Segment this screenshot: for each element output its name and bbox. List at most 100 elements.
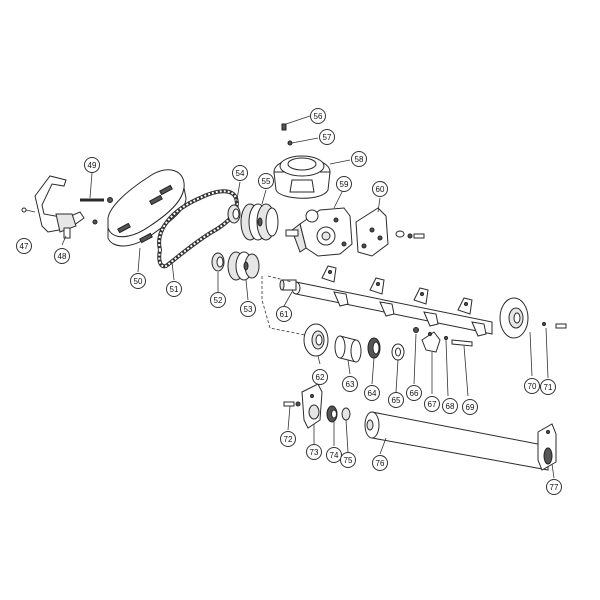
callout-69: 69 bbox=[462, 399, 478, 415]
part-bearing-54 bbox=[227, 181, 241, 224]
callout-circle bbox=[280, 431, 296, 447]
part-roller-76 bbox=[364, 411, 549, 471]
callout-label: 49 bbox=[88, 161, 97, 170]
callout-62: 62 bbox=[312, 369, 328, 385]
callout-label: 73 bbox=[310, 448, 319, 457]
callout-label: 47 bbox=[20, 242, 29, 251]
callout-68: 68 bbox=[442, 398, 458, 414]
callout-label: 77 bbox=[550, 483, 559, 492]
callout-label: 59 bbox=[340, 180, 349, 189]
callout-circle bbox=[462, 399, 478, 415]
callout-circle bbox=[524, 378, 540, 394]
callout-circle bbox=[326, 447, 342, 463]
callout-65: 65 bbox=[388, 392, 404, 408]
part-lever-67 bbox=[421, 331, 441, 394]
callout-60: 60 bbox=[372, 181, 388, 197]
callout-label: 60 bbox=[376, 185, 385, 194]
guide-line bbox=[267, 275, 293, 283]
callout-circle bbox=[232, 165, 248, 181]
callout-66: 66 bbox=[406, 385, 422, 401]
callout-label: 53 bbox=[244, 305, 253, 314]
part-bearing-64 bbox=[367, 337, 381, 385]
callout-group: 47 48 49 50 51 52 53 54 55 56 57 58 59 60 61 62 63 64 65 66… bbox=[16, 108, 562, 495]
callout-75: 75 bbox=[340, 452, 356, 468]
part-pulley-53 bbox=[227, 251, 260, 301]
callout-53: 53 bbox=[240, 301, 256, 317]
callout-label: 66 bbox=[410, 389, 419, 398]
callout-circle bbox=[84, 157, 100, 173]
callout-73: 73 bbox=[306, 444, 322, 460]
part-bolt-72 bbox=[283, 401, 301, 431]
callout-label: 52 bbox=[214, 296, 223, 305]
callout-circle bbox=[546, 479, 562, 495]
callout-label: 58 bbox=[355, 155, 364, 164]
part-nut-75 bbox=[341, 407, 351, 453]
callout-label: 71 bbox=[544, 383, 553, 392]
callout-54: 54 bbox=[232, 165, 248, 181]
callout-circle bbox=[406, 385, 422, 401]
callout-label: 67 bbox=[428, 400, 437, 409]
callout-circle bbox=[130, 273, 146, 289]
part-washer-65 bbox=[391, 343, 405, 393]
callout-circle bbox=[424, 396, 440, 412]
callout-76: 76 bbox=[372, 455, 388, 471]
callout-circle bbox=[54, 248, 70, 264]
callout-circle bbox=[351, 151, 367, 167]
callout-50: 50 bbox=[130, 273, 146, 289]
callout-label: 51 bbox=[170, 285, 179, 294]
part-bracket-73 bbox=[301, 383, 323, 444]
callout-circle bbox=[364, 385, 380, 401]
callout-48: 48 bbox=[54, 248, 70, 264]
callout-label: 62 bbox=[316, 373, 325, 382]
callout-74: 74 bbox=[326, 447, 342, 463]
callout-circle bbox=[310, 108, 326, 124]
callout-label: 57 bbox=[323, 133, 332, 142]
part-bolt-71 bbox=[545, 323, 567, 379]
part-bracket-48 bbox=[34, 175, 85, 246]
part-screw-56 bbox=[281, 115, 311, 131]
callout-label: 63 bbox=[346, 380, 355, 389]
part-bearing-52 bbox=[211, 252, 225, 292]
callout-circle bbox=[276, 306, 292, 322]
callout-52: 52 bbox=[210, 292, 226, 308]
part-bearing-74 bbox=[326, 405, 338, 446]
part-flange-62 bbox=[303, 323, 329, 365]
part-end-flange-70 bbox=[499, 297, 546, 377]
callout-label: 55 bbox=[262, 177, 271, 186]
callout-circle bbox=[312, 369, 328, 385]
callout-circle bbox=[442, 398, 458, 414]
callout-63: 63 bbox=[342, 376, 358, 392]
callout-70: 70 bbox=[524, 378, 540, 394]
callout-label: 50 bbox=[134, 277, 143, 286]
callout-71: 71 bbox=[540, 379, 556, 395]
callout-circle bbox=[388, 392, 404, 408]
callout-circle bbox=[372, 455, 388, 471]
part-pin-68 bbox=[444, 336, 449, 397]
callout-55: 55 bbox=[258, 173, 274, 189]
callout-label: 48 bbox=[58, 252, 67, 261]
callout-label: 75 bbox=[344, 456, 353, 465]
callout-label: 65 bbox=[392, 396, 401, 405]
callout-59: 59 bbox=[336, 176, 352, 192]
callout-label: 61 bbox=[280, 310, 289, 319]
callout-56: 56 bbox=[310, 108, 326, 124]
callout-label: 74 bbox=[330, 451, 339, 460]
guide-line bbox=[261, 276, 311, 337]
callout-circle bbox=[210, 292, 226, 308]
callout-57: 57 bbox=[319, 129, 335, 145]
callout-label: 72 bbox=[284, 435, 293, 444]
part-belt-guard-50 bbox=[107, 169, 187, 273]
callout-circle bbox=[258, 173, 274, 189]
callout-67: 67 bbox=[424, 396, 440, 412]
part-bushing-63 bbox=[334, 335, 362, 375]
callout-72: 72 bbox=[280, 431, 296, 447]
part-pulley-55 bbox=[240, 189, 279, 241]
callout-circle bbox=[16, 238, 32, 254]
callout-label: 56 bbox=[314, 112, 323, 121]
callout-58: 58 bbox=[351, 151, 367, 167]
callout-64: 64 bbox=[364, 385, 380, 401]
callout-circle bbox=[342, 376, 358, 392]
callout-circle bbox=[372, 181, 388, 197]
callout-circle bbox=[166, 281, 182, 297]
